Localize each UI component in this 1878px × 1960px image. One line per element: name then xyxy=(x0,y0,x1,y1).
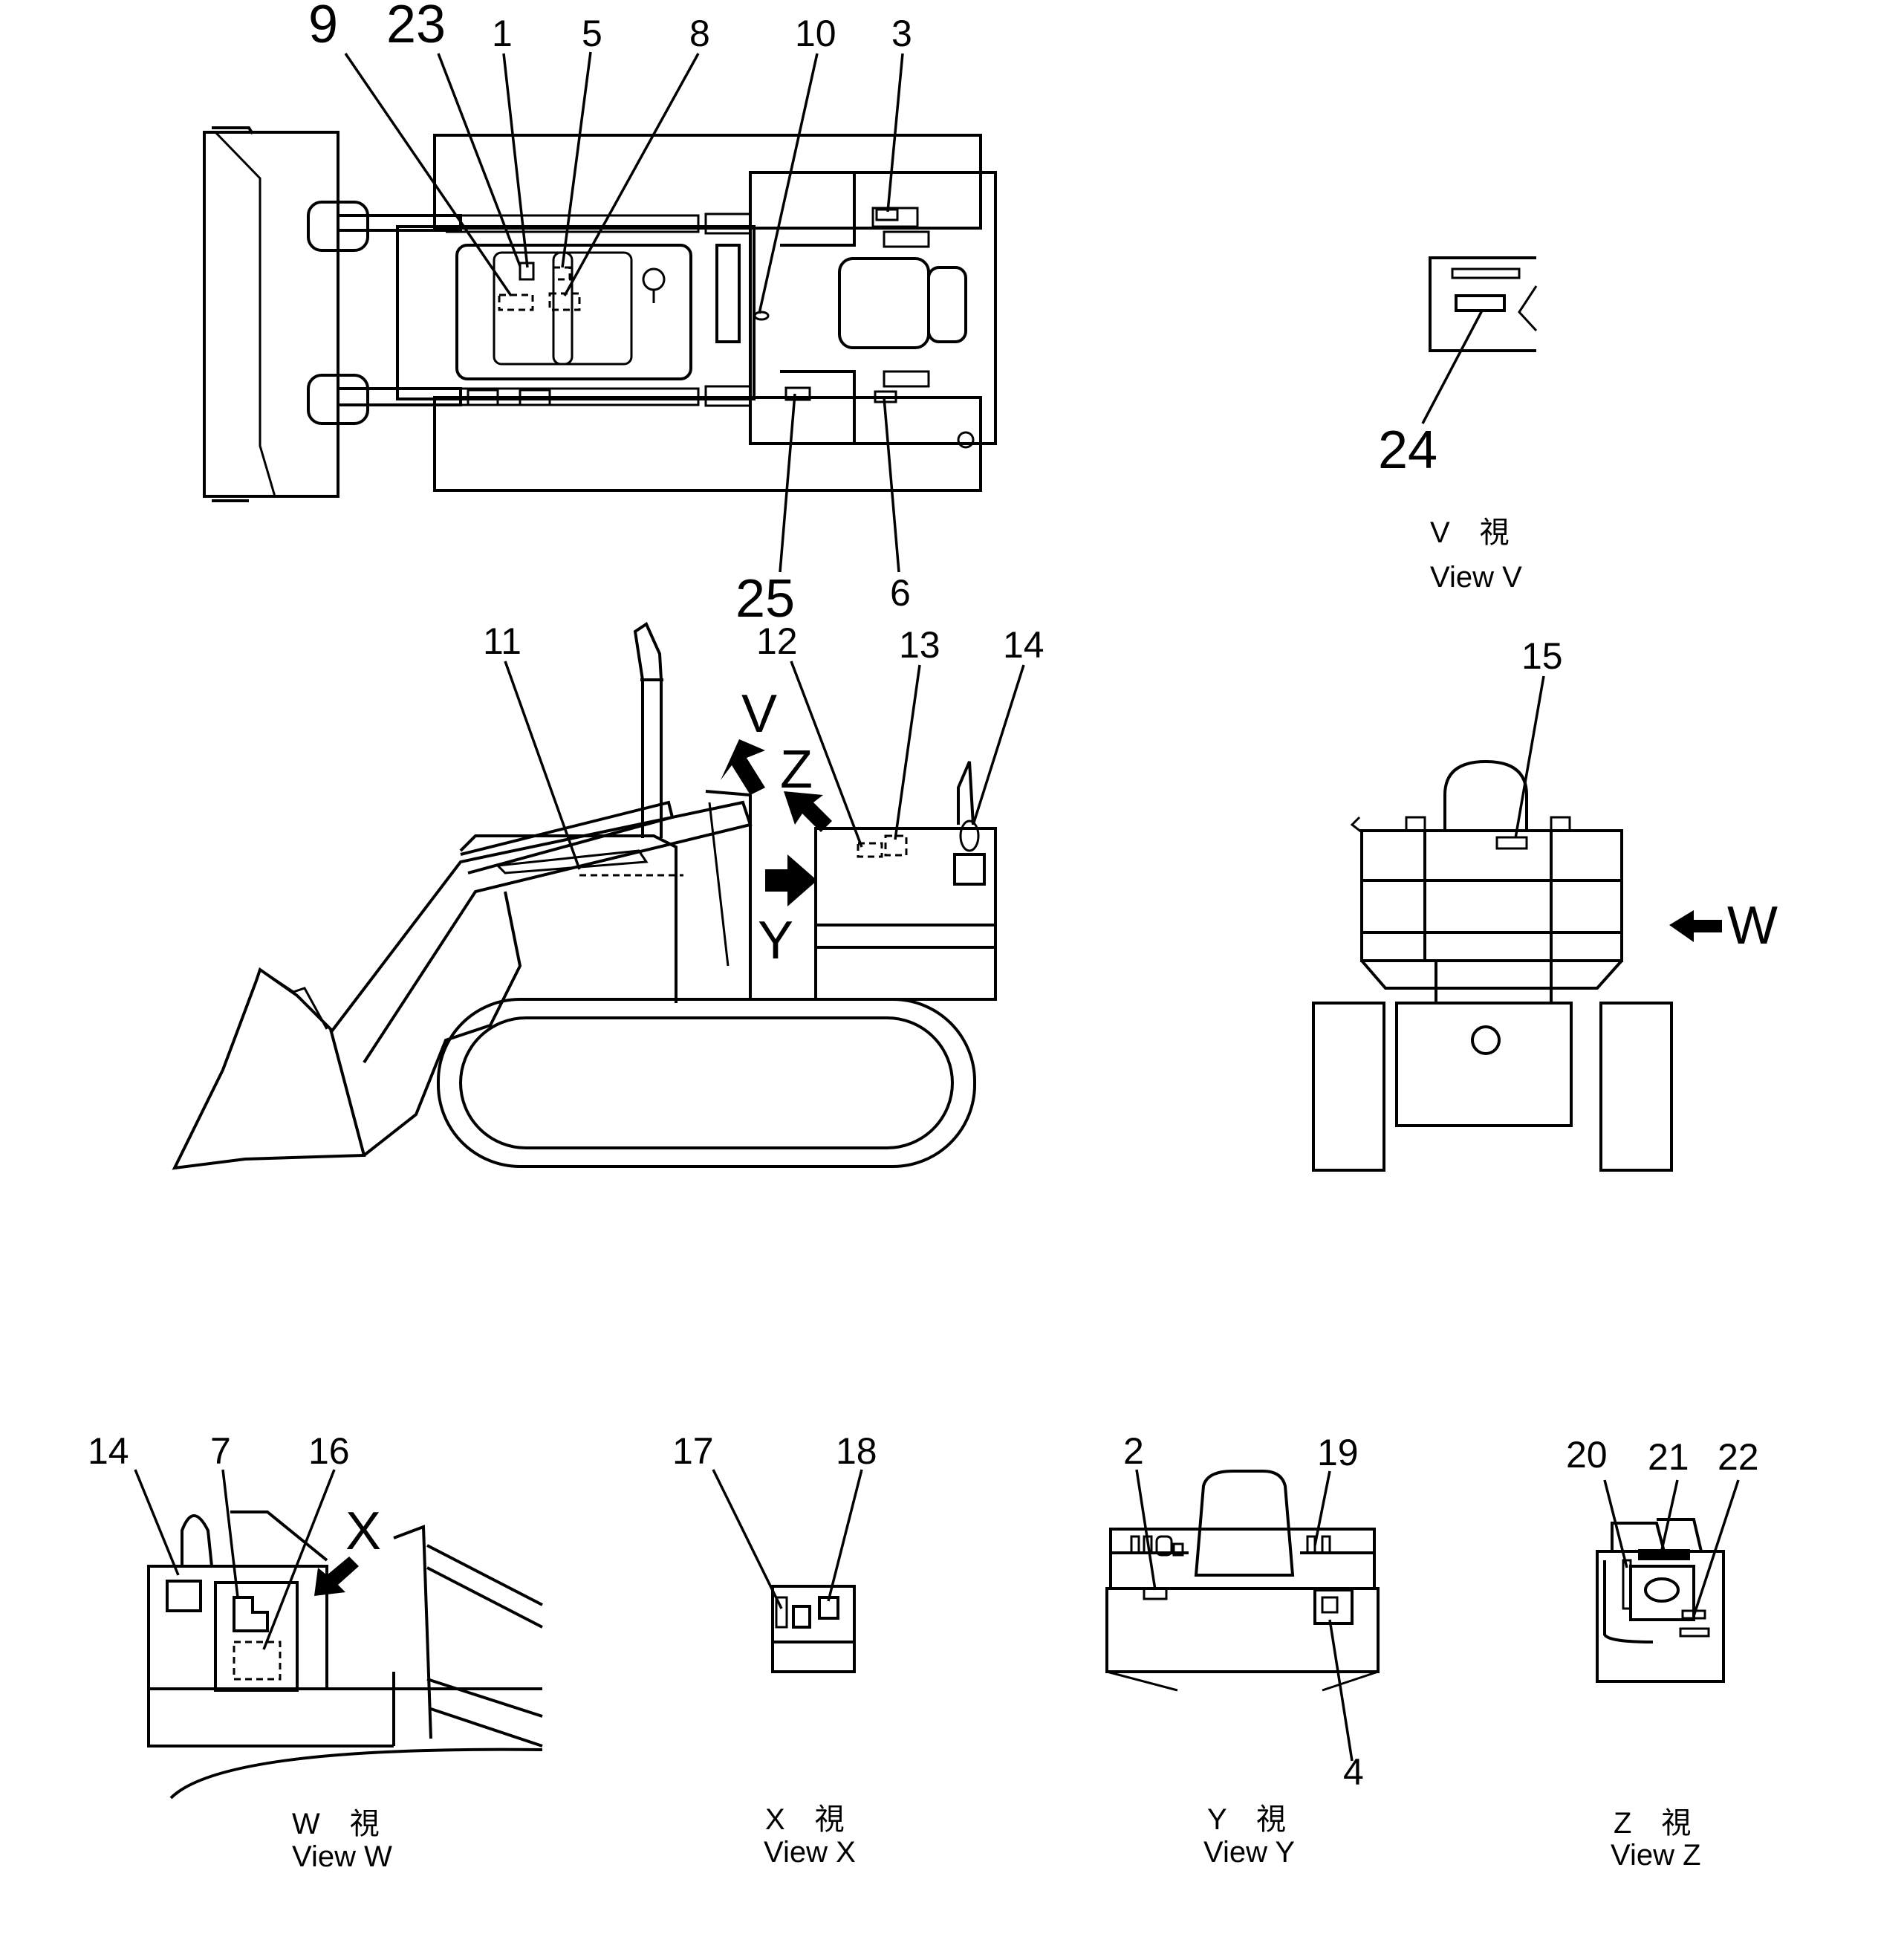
arrow-v xyxy=(721,739,765,795)
label-17: 17 xyxy=(672,1430,714,1472)
view-z: 20 21 22 Z 視 View Z xyxy=(1566,1434,1759,1872)
arrow-label-y: Y xyxy=(758,911,793,970)
label-22: 22 xyxy=(1718,1436,1759,1478)
arrow-y xyxy=(765,854,817,906)
label-21: 21 xyxy=(1648,1436,1689,1478)
label-7: 7 xyxy=(210,1430,231,1472)
label-9: 9 xyxy=(308,0,338,54)
label-11: 11 xyxy=(483,620,522,662)
rear-view: 15 W xyxy=(1312,635,1778,1172)
label-15: 15 xyxy=(1521,635,1563,677)
label-14-w: 14 xyxy=(88,1430,129,1472)
view-y-caption-en: View Y xyxy=(1203,1836,1295,1869)
arrow-label-w: W xyxy=(1727,896,1778,955)
label-13: 13 xyxy=(899,624,940,666)
label-2: 2 xyxy=(1123,1430,1144,1472)
label-12: 12 xyxy=(756,620,798,662)
label-8: 8 xyxy=(689,13,710,54)
view-x-caption-jp: X 視 xyxy=(765,1803,845,1836)
view-y-caption-jp: Y 視 xyxy=(1207,1803,1286,1836)
view-z-caption-en: View Z xyxy=(1611,1839,1701,1872)
blade-top xyxy=(203,126,339,502)
label-24: 24 xyxy=(1378,421,1437,480)
arrow-label-x: X xyxy=(345,1502,381,1561)
label-6: 6 xyxy=(890,572,911,614)
label-16: 16 xyxy=(308,1430,350,1472)
label-18: 18 xyxy=(836,1430,877,1472)
top-leaders xyxy=(344,51,904,573)
view-v-caption-jp: V 視 xyxy=(1430,516,1510,549)
top-view: 9 23 1 5 8 10 3 25 6 xyxy=(203,0,997,629)
view-v: 24 V 視 View V xyxy=(1378,256,1538,594)
view-w-caption-en: View W xyxy=(292,1840,392,1873)
arrow-label-z: Z xyxy=(780,740,813,799)
label-25: 25 xyxy=(735,569,795,629)
label-4: 4 xyxy=(1343,1751,1364,1793)
label-3: 3 xyxy=(891,13,912,54)
label-23: 23 xyxy=(386,0,446,54)
arrow-x xyxy=(314,1557,359,1596)
view-w-caption-jp: W 視 xyxy=(292,1808,380,1840)
label-1: 1 xyxy=(492,13,513,54)
view-y: 2 19 4 Y 視 View Y xyxy=(1105,1430,1380,1869)
arrow-label-v: V xyxy=(741,684,777,744)
view-z-caption-jp: Z 視 xyxy=(1614,1807,1691,1840)
view-v-caption-en: View V xyxy=(1430,561,1522,594)
view-w: 14 7 16 X W 視 View W xyxy=(88,1430,543,1873)
arrow-w xyxy=(1669,910,1722,942)
side-view: 11 12 13 14 V Z Y xyxy=(172,620,1044,1170)
label-20: 20 xyxy=(1566,1434,1608,1476)
push-arms xyxy=(307,201,752,425)
view-x: 17 18 X 視 View X xyxy=(672,1430,877,1869)
label-14: 14 xyxy=(1003,624,1044,666)
track-top xyxy=(433,134,982,492)
label-10: 10 xyxy=(795,13,836,54)
view-x-caption-en: View X xyxy=(764,1836,856,1869)
label-19: 19 xyxy=(1317,1432,1359,1473)
arrow-z xyxy=(784,791,832,832)
label-5: 5 xyxy=(582,13,602,54)
